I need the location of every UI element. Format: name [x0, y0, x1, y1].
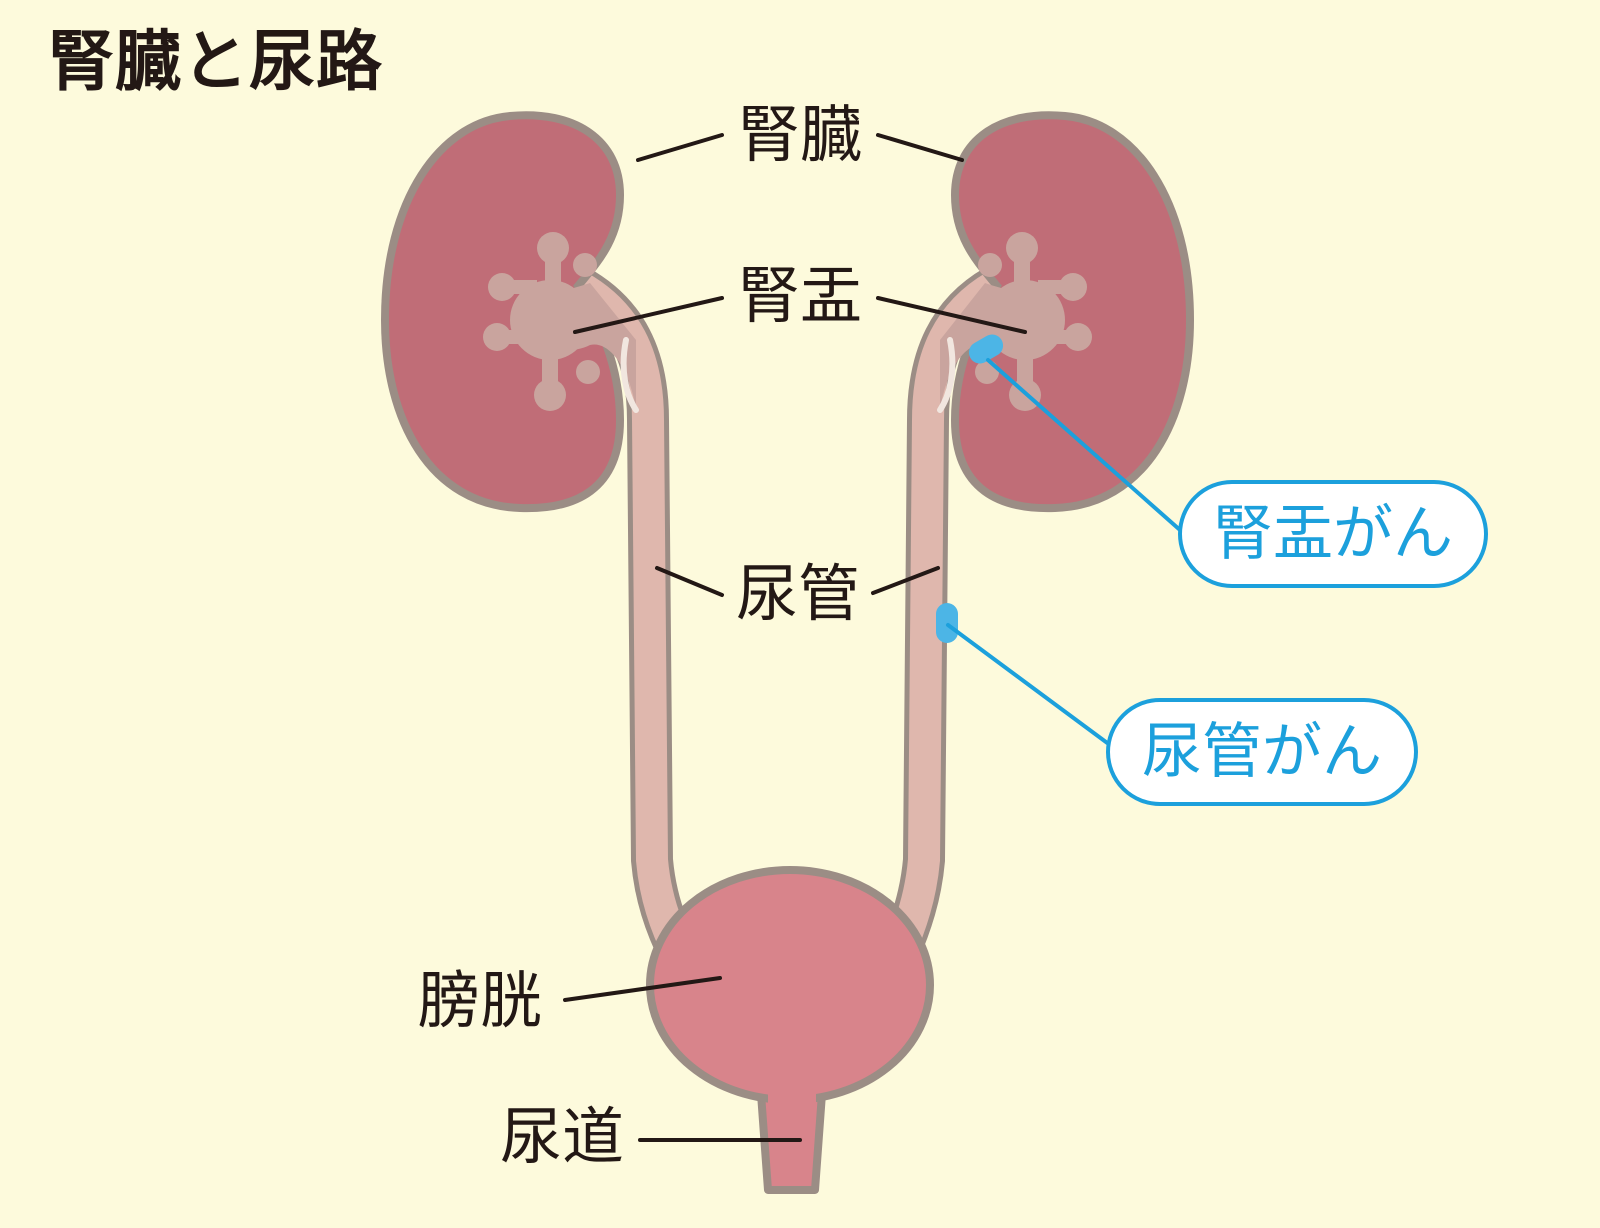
- leader-kidney-right: [876, 133, 964, 162]
- kidney-right: [950, 111, 1195, 513]
- tumor-ureter: [936, 603, 958, 643]
- kidney-left: [380, 111, 625, 513]
- page-title: 腎臓と尿路: [48, 23, 383, 100]
- leader-bladder: [563, 976, 722, 1002]
- label-bladder: 膀胱: [418, 964, 543, 1037]
- bladder: [646, 866, 934, 1104]
- callout-renal-pelvis-cancer: 腎盂がん: [1178, 480, 1488, 588]
- label-urethra: 尿道: [500, 1100, 625, 1173]
- leader-pelvis-right: [876, 296, 1027, 334]
- callout-line-ureter: [946, 623, 1112, 747]
- label-renal-pelvis: 腎盂: [738, 259, 863, 332]
- label-kidney: 腎臓: [738, 98, 863, 171]
- callout-ureter-cancer: 尿管がん: [1106, 698, 1418, 806]
- urethra-joint: [768, 1090, 816, 1114]
- callout-line-renal-pelvis: [986, 358, 1182, 532]
- leader-ureter-left: [655, 566, 724, 597]
- renal-pelvis-right: [937, 232, 1092, 413]
- leader-ureter-right: [871, 566, 940, 595]
- leader-kidney-left: [636, 133, 724, 162]
- leader-pelvis-left: [573, 296, 724, 334]
- renal-pelvis-left: [483, 232, 639, 413]
- label-ureter: 尿管: [736, 557, 861, 630]
- tumor-renal-pelvis: [968, 334, 1004, 364]
